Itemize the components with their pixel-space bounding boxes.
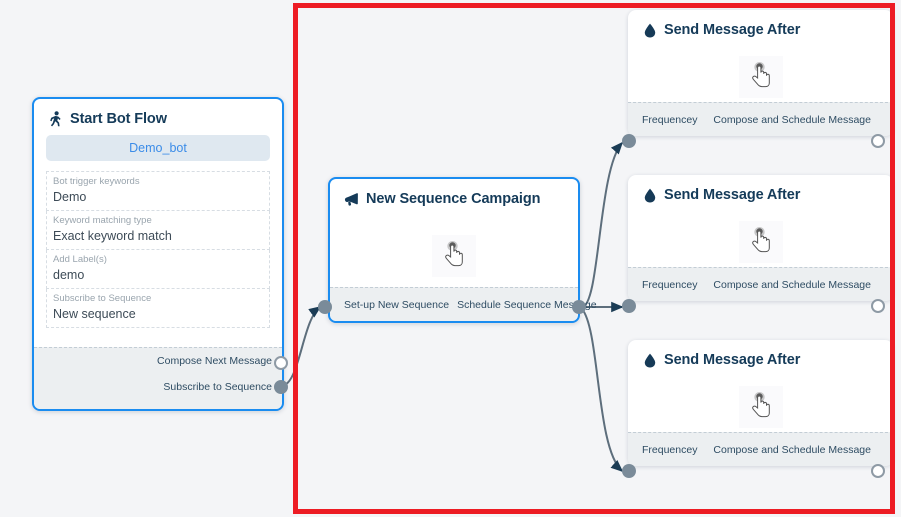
node-title: Start Bot Flow bbox=[70, 111, 167, 127]
node-header: Send Message After bbox=[628, 340, 893, 374]
field-value: New sequence bbox=[53, 307, 136, 321]
field-add-labels[interactable]: Add Label(s) demo bbox=[46, 250, 270, 289]
port-setup-new-sequence[interactable] bbox=[318, 300, 332, 314]
port-label: Subscribe to Sequence bbox=[163, 381, 272, 393]
running-person-icon bbox=[48, 111, 63, 127]
edge-campaign-to-message-1 bbox=[581, 141, 624, 308]
node-footer: Frequencey Compose and Schedule Message bbox=[628, 267, 893, 301]
port-label-compose-and-schedule-message: Compose and Schedule Message bbox=[713, 443, 871, 456]
port-compose-next-message[interactable] bbox=[274, 356, 288, 370]
field-subscribe-to-sequence[interactable]: Subscribe to Sequence New sequence bbox=[46, 289, 270, 328]
port-frequency-2[interactable] bbox=[622, 299, 636, 313]
node-title: Send Message After bbox=[664, 22, 801, 38]
node-footer: Frequencey Compose and Schedule Message bbox=[628, 102, 893, 136]
port-subscribe-to-sequence[interactable] bbox=[274, 380, 288, 394]
field-keyword-matching-type[interactable]: Keyword matching type Exact keyword matc… bbox=[46, 211, 270, 250]
port-label-frequency: Frequencey bbox=[642, 278, 698, 291]
port-label-schedule-sequence-message: Schedule Sequence Message bbox=[457, 298, 597, 311]
field-label: Subscribe to Sequence bbox=[53, 293, 152, 304]
node-footer: Frequencey Compose and Schedule Message bbox=[628, 432, 893, 466]
node-start-bot-flow[interactable]: Start Bot Flow Demo_bot Bot trigger keyw… bbox=[32, 97, 284, 411]
port-compose-and-schedule-message-3[interactable] bbox=[871, 464, 885, 478]
port-label: Compose Next Message bbox=[157, 355, 272, 367]
node-title: New Sequence Campaign bbox=[366, 191, 541, 207]
node-header: Start Bot Flow bbox=[34, 99, 282, 133]
node-title: Send Message After bbox=[664, 352, 801, 368]
megaphone-icon bbox=[344, 191, 359, 207]
port-compose-and-schedule-message-2[interactable] bbox=[871, 299, 885, 313]
droplet-icon bbox=[642, 352, 657, 368]
pointing-hand-cursor-icon bbox=[432, 235, 476, 277]
port-compose-and-schedule-message-1[interactable] bbox=[871, 134, 885, 148]
node-footer: Set-up New Sequence Schedule Sequence Me… bbox=[330, 287, 597, 321]
node-new-sequence-campaign[interactable]: New Sequence Campaign Set-up New Sequenc… bbox=[328, 177, 597, 323]
pointing-hand-cursor-icon bbox=[738, 221, 783, 263]
port-frequency-1[interactable] bbox=[622, 134, 636, 148]
field-value: Demo bbox=[53, 190, 87, 204]
port-row-subscribe-to-sequence[interactable]: Subscribe to Sequence bbox=[34, 374, 282, 400]
pointing-hand-cursor-icon bbox=[738, 56, 783, 98]
field-bot-trigger-keywords[interactable]: Bot trigger keywords Demo bbox=[46, 171, 270, 211]
port-label-compose-and-schedule-message: Compose and Schedule Message bbox=[713, 113, 871, 126]
bot-config-field-list: Bot trigger keywords Demo Keyword matchi… bbox=[46, 171, 270, 328]
port-label-compose-and-schedule-message: Compose and Schedule Message bbox=[713, 278, 871, 291]
port-label-frequency: Frequencey bbox=[642, 113, 698, 126]
port-frequency-3[interactable] bbox=[622, 464, 636, 478]
port-label-frequency: Frequencey bbox=[642, 443, 698, 456]
field-label: Bot trigger keywords bbox=[53, 176, 140, 187]
node-header: Send Message After bbox=[628, 175, 893, 209]
node-send-message-after-2[interactable]: Send Message After Frequencey Compose an… bbox=[628, 175, 893, 301]
port-schedule-sequence-message[interactable] bbox=[572, 300, 586, 314]
node-footer: Compose Next Message Subscribe to Sequen… bbox=[34, 347, 282, 409]
node-header: New Sequence Campaign bbox=[330, 179, 578, 213]
droplet-icon bbox=[642, 22, 657, 38]
node-header: Send Message After bbox=[628, 10, 893, 44]
field-value: demo bbox=[53, 268, 85, 282]
droplet-icon bbox=[642, 187, 657, 203]
port-row-compose-next-message[interactable]: Compose Next Message bbox=[34, 348, 282, 374]
node-send-message-after-3[interactable]: Send Message After Frequencey Compose an… bbox=[628, 340, 893, 466]
bot-name-pill[interactable]: Demo_bot bbox=[46, 135, 270, 161]
node-send-message-after-1[interactable]: Send Message After Frequencey Compose an… bbox=[628, 10, 893, 136]
pointing-hand-cursor-icon bbox=[738, 386, 783, 428]
node-title: Send Message After bbox=[664, 187, 801, 203]
port-label-setup-new-sequence: Set-up New Sequence bbox=[344, 298, 450, 311]
field-value: Exact keyword match bbox=[53, 229, 172, 243]
field-label: Add Label(s) bbox=[53, 254, 107, 265]
edge-campaign-to-message-3 bbox=[581, 308, 624, 473]
edge-start-to-campaign bbox=[280, 306, 322, 387]
field-label: Keyword matching type bbox=[53, 215, 152, 226]
